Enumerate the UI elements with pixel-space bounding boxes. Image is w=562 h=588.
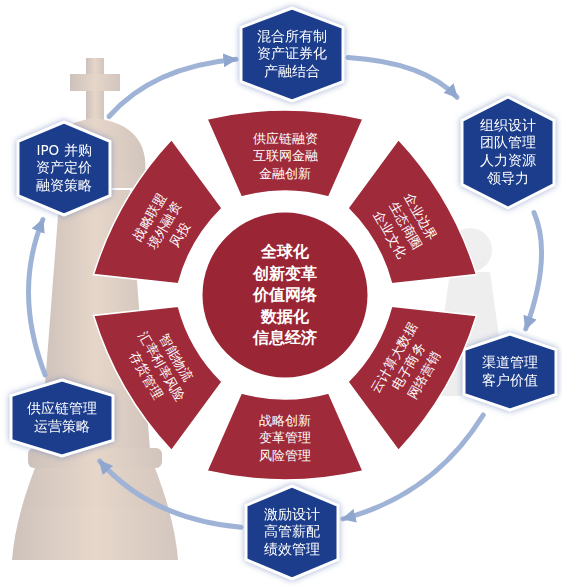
circle-outline bbox=[202, 212, 369, 379]
center-circle: 全球化 创新变革 价值网络 数据化 信息经济 bbox=[200, 210, 370, 380]
hexagon-outline bbox=[462, 97, 554, 208]
node-label: 混合所有制 资产证券化 产融结合 bbox=[257, 28, 327, 81]
node-label: 组织设计 团队管理 人力资源 领导力 bbox=[480, 117, 536, 187]
node-label: 全球化 创新变革 价值网络 数据化 信息经济 bbox=[253, 241, 317, 349]
sector-outline bbox=[207, 393, 363, 480]
cycle-arrow bbox=[29, 220, 46, 376]
cycle-arrow bbox=[348, 58, 457, 98]
node-label: 渠道管理 客户价值 bbox=[482, 354, 538, 389]
hexagon-node: 激励设计 高管薪配 绩效管理 bbox=[244, 484, 340, 581]
hexagon-outline bbox=[11, 380, 113, 456]
hexagon-outline bbox=[464, 334, 556, 410]
hexagon-node: 混合所有制 资产证券化 产融结合 bbox=[239, 6, 345, 103]
node-label: 激励设计 高管薪配 绩效管理 bbox=[264, 506, 320, 559]
cycle-arrow bbox=[109, 59, 236, 116]
hexagon-outline bbox=[246, 486, 338, 579]
sector-outline bbox=[207, 110, 363, 197]
cycle-arrow bbox=[526, 213, 542, 330]
hexagon-node: 组织设计 团队管理 人力资源 领导力 bbox=[460, 95, 556, 210]
hexagon-node: 供应链管理 运营策略 bbox=[9, 378, 115, 458]
node-label: 供应链管理 运营策略 bbox=[27, 400, 97, 435]
node-label: 供应链融资 互联网金融 金融创新 bbox=[253, 130, 318, 183]
node-label: IPO 并购 资产定价 融资策略 bbox=[36, 142, 92, 195]
sector-node: 供应链融资 互联网金融 金融创新 bbox=[207, 109, 363, 197]
hexagon-outline bbox=[18, 122, 110, 215]
hexagon-node: 渠道管理 客户价值 bbox=[462, 332, 558, 412]
sector-node: 战略创新 变革管理 风险管理 bbox=[207, 393, 363, 481]
node-label: 战略创新 变革管理 风险管理 bbox=[259, 412, 311, 465]
hexagon-node: IPO 并购 资产定价 融资策略 bbox=[16, 120, 112, 217]
hexagon-outline bbox=[241, 8, 343, 101]
